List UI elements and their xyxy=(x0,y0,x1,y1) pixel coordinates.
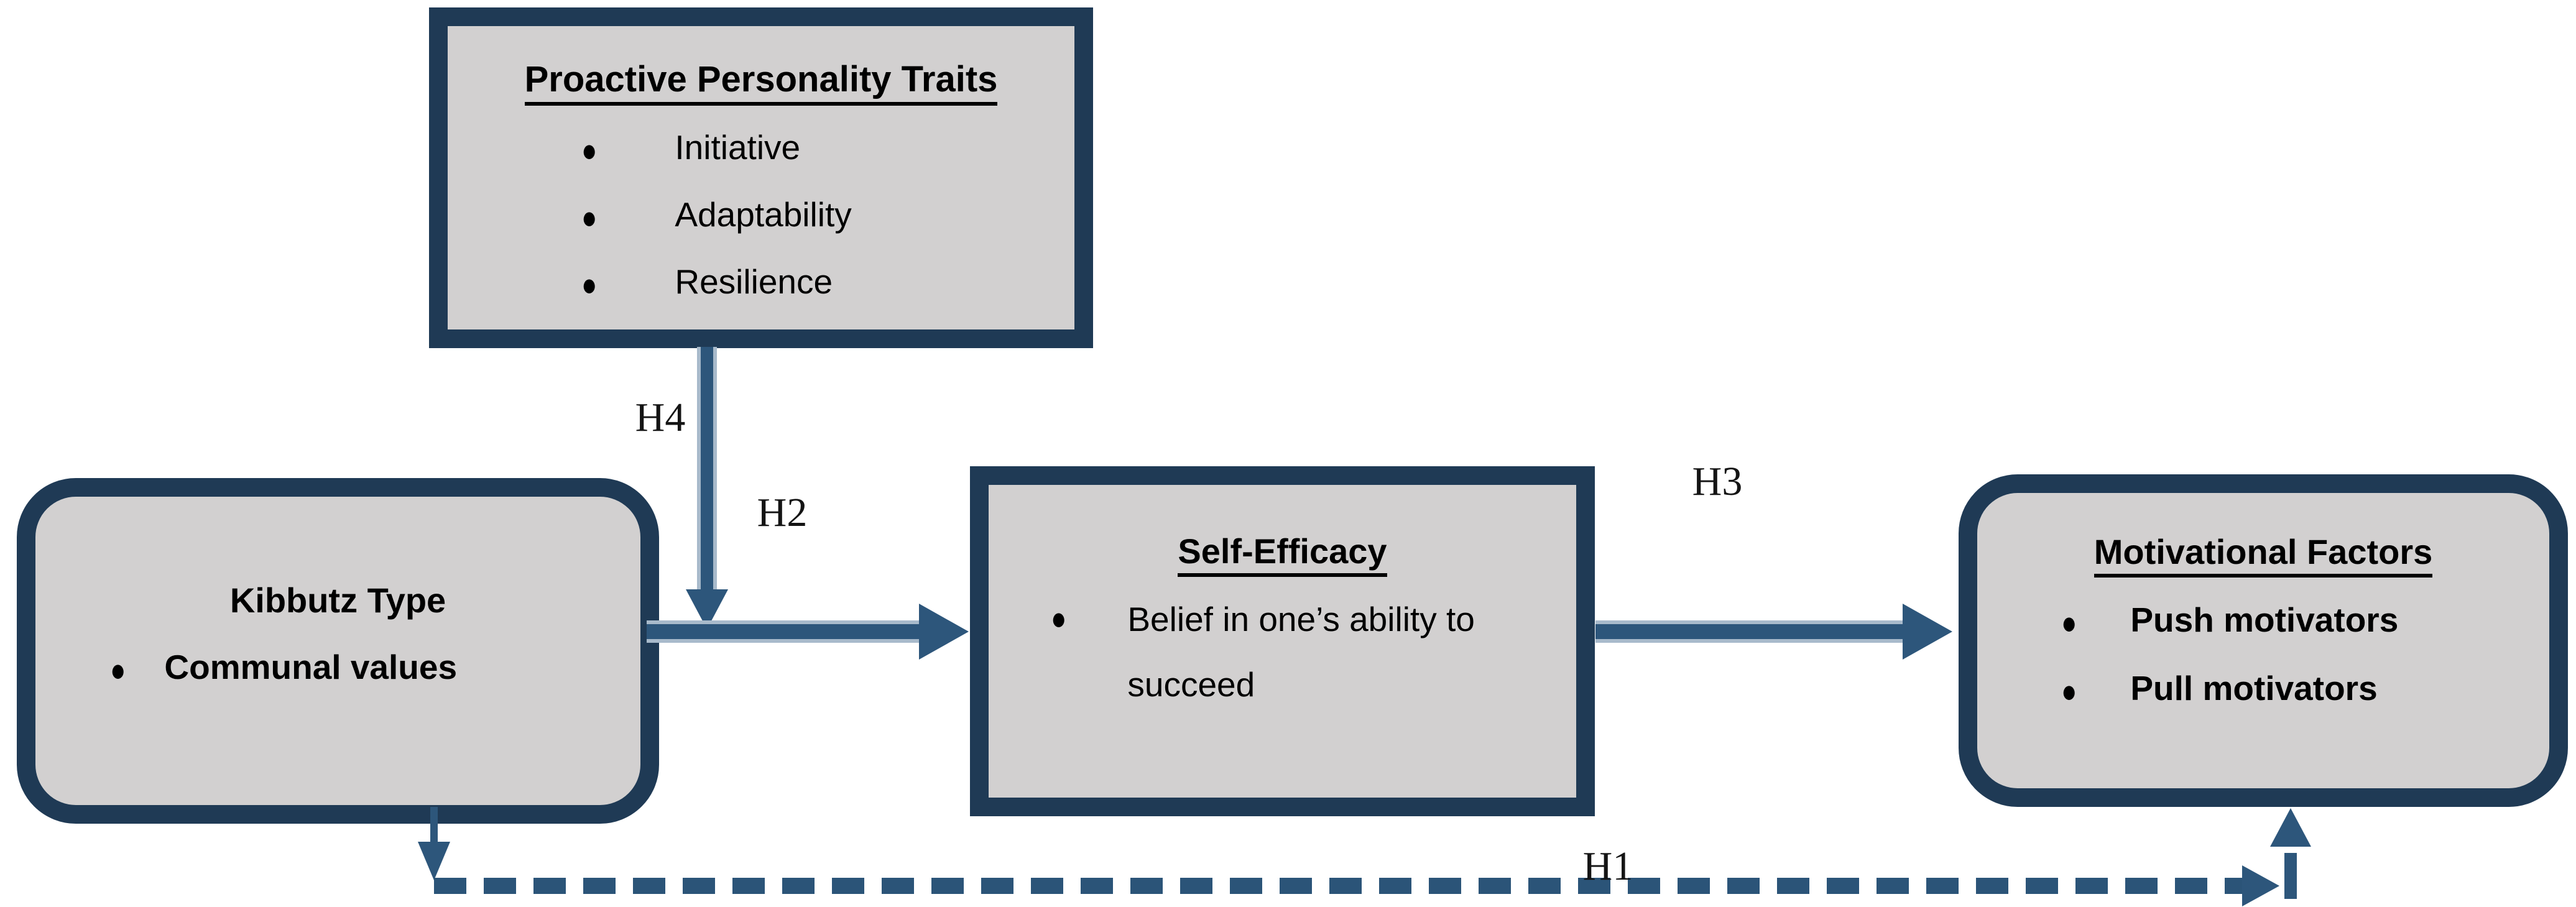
bullet-icon: ● xyxy=(581,198,598,236)
list-item: ● Initiative xyxy=(581,127,1074,167)
kibbutz-type-title: Kibbutz Type xyxy=(35,579,640,622)
h2-arrow-shaft xyxy=(647,620,920,643)
box-kibbutz-type: Kibbutz Type ● Communal values xyxy=(17,478,659,824)
kibbutz-type-list: ● Communal values xyxy=(35,647,640,687)
label-h3: H3 xyxy=(1692,459,1743,504)
bullet-icon: ● xyxy=(581,131,598,168)
list-item-label: Pull motivators xyxy=(2130,669,2378,707)
h2-arrowhead xyxy=(919,604,969,660)
list-item: ● Resilience xyxy=(581,262,1074,302)
bullet-icon: ● xyxy=(1051,600,1067,637)
h1-up-arrowhead xyxy=(2270,808,2311,847)
list-item: ● Pull motivators xyxy=(2061,668,2549,708)
box-proactive-personality-traits: Proactive Personality Traits ● Initiativ… xyxy=(429,7,1093,348)
h1-end-shaft xyxy=(2284,853,2297,899)
h1-start-stub xyxy=(430,807,438,842)
list-item-label: Push motivators xyxy=(2130,601,2399,639)
h4-arrow-shaft xyxy=(697,347,717,591)
list-item-label: Adaptability xyxy=(675,195,852,234)
label-h2: H2 xyxy=(757,490,808,535)
h1-dashed-line xyxy=(434,878,2245,894)
proactive-personality-title: Proactive Personality Traits xyxy=(448,57,1074,106)
list-item: ● Communal values xyxy=(110,647,640,687)
box-motivational-factors: Motivational Factors ● Push motivators ●… xyxy=(1959,474,2568,807)
bullet-icon: ● xyxy=(2061,673,2077,709)
bullet-icon: ● xyxy=(2061,604,2077,641)
list-item-label: Initiative xyxy=(675,127,801,167)
list-item-label: Resilience xyxy=(675,262,833,301)
bullet-icon: ● xyxy=(581,265,598,303)
box-self-efficacy: Self-Efficacy ● Belief in one’s ability … xyxy=(970,466,1595,816)
label-h4: H4 xyxy=(635,395,686,440)
list-item-label: Communal values xyxy=(164,648,458,686)
label-h1: H1 xyxy=(1582,844,1633,889)
h1-right-arrowhead xyxy=(2242,865,2279,906)
list-item: ● Adaptability xyxy=(581,195,1074,234)
self-efficacy-title: Self-Efficacy xyxy=(989,530,1576,577)
motivational-factors-list: ● Push motivators ● Pull motivators xyxy=(1977,600,2549,708)
bullet-icon: ● xyxy=(110,651,126,688)
list-item: ● Belief in one’s ability to succeed xyxy=(1051,587,1576,717)
motivational-factors-title-text: Motivational Factors xyxy=(2094,532,2433,578)
list-item-label: Belief in one’s ability to succeed xyxy=(1127,600,1475,704)
h3-arrow-shaft xyxy=(1595,620,1904,643)
kibbutz-type-title-text: Kibbutz Type xyxy=(229,581,446,620)
self-efficacy-list: ● Belief in one’s ability to succeed xyxy=(989,587,1576,717)
motivational-factors-title: Motivational Factors xyxy=(1977,530,2549,578)
proactive-personality-title-text: Proactive Personality Traits xyxy=(524,59,998,106)
list-item: ● Push motivators xyxy=(2061,600,2549,640)
self-efficacy-title-text: Self-Efficacy xyxy=(1178,532,1387,577)
proactive-personality-list: ● Initiative ● Adaptability ● Resilience xyxy=(448,127,1074,302)
h1-down-arrowhead xyxy=(418,842,450,880)
h3-arrowhead xyxy=(1903,604,1952,660)
